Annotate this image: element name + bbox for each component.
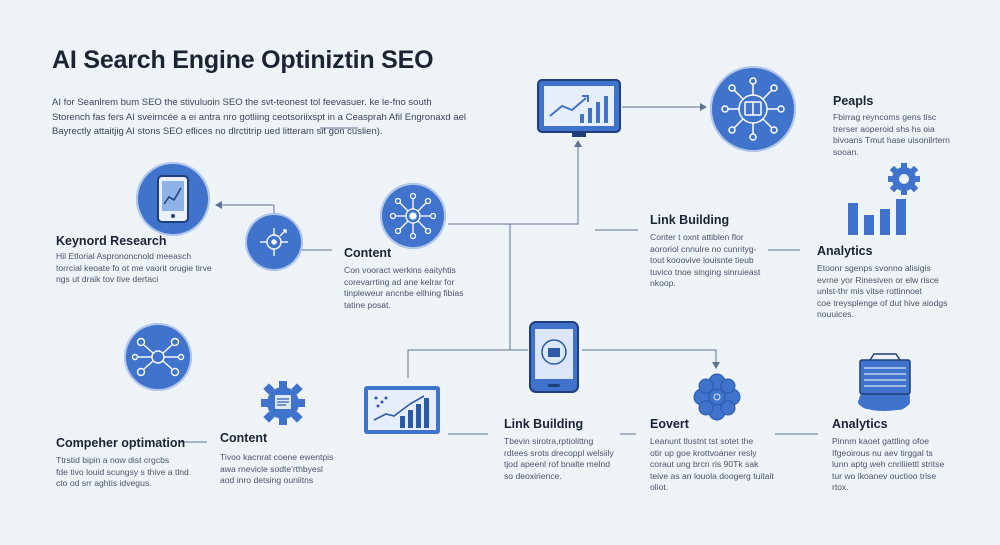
link-building-low-heading: Link Building [504, 417, 584, 431]
desc-line: tuvico tnoe singing sinruieast [650, 266, 761, 277]
desc-line: nouuices. [817, 309, 854, 319]
gear-bars-icon[interactable] [844, 163, 924, 237]
growth-chart-icon[interactable] [364, 386, 440, 434]
desc-line: tinpleweur ancnbe ellhing fibias [344, 288, 464, 298]
keyword-research-heading: Keynord Research [56, 234, 167, 248]
peapls-node[interactable] [710, 66, 796, 152]
desc-line: tjod apeenl rof bnalte melnd [504, 459, 611, 469]
desc-line: torrcial keoate fo ot me vaorit orugie t… [56, 262, 212, 273]
link-building-low-desc: Tbevin sirotra,rptiolittng rdtees srots … [504, 436, 614, 482]
link-building-desc: Conter­ t oxnt attiblen flor aororiol cn… [650, 232, 760, 290]
desc-line: nkoop. [650, 278, 676, 288]
desc-line: Pinnm kaoet gattling ofoe [832, 436, 929, 446]
desc-line: evrne yor Rinesiven or elw risce [817, 274, 939, 285]
analytics-low-heading: Analytics [832, 417, 888, 431]
peapls-heading: Peapls [833, 94, 874, 108]
desc-line: tur wo ikoanev ouctioo trise [832, 470, 937, 481]
network-nodes-icon [131, 337, 185, 377]
desc-line: rdtees srots drecoppl welsiily [504, 447, 614, 458]
network-target-icon [260, 228, 288, 256]
desc-line: oliot. [650, 482, 669, 492]
desc-line: bivoans Tmut hase uisonilrtern [833, 135, 950, 145]
keyword-research-node[interactable] [136, 162, 210, 236]
analytics-low-desc: Pinnm kaoet gattling ofoe Ifgeoirous nu … [832, 436, 944, 494]
intro-line: Storench fas fers AI sveirncée a ei antr… [52, 111, 467, 123]
competer-heading: Compeher optimation [56, 436, 186, 450]
content-heading: Content [344, 246, 392, 260]
competer-desc: Ttrstid bipin a now dist crgcbs fde tivo… [56, 455, 189, 490]
desc-line: rtox. [832, 482, 849, 492]
desc-line: Etoonr sgenps svonno alisigis [817, 263, 931, 273]
desc-line: lunn aptg weh cnriliiettl stritse [832, 459, 945, 469]
desc-line: coraut ung brcn ris 90Tk sak [650, 459, 759, 469]
cloud-server-icon[interactable] [854, 352, 920, 412]
flower-network-icon[interactable] [690, 370, 744, 424]
content-desc: Con vooract werkins eaityhtis corevarrti… [344, 265, 463, 311]
network-hub-icon [389, 192, 437, 240]
desc-line: corevarrting ad ane kelrar for [344, 276, 455, 287]
competer-node[interactable] [124, 323, 192, 391]
content-low-heading: Content [220, 431, 268, 445]
desc-line: aod inro detsing ouniitns [220, 475, 314, 485]
desc-line: Tivoo kacnrat coene ewentpis [220, 452, 334, 462]
intro-paragraph: AI for Seanlrem bum SEO the stivuluoin S… [52, 96, 467, 140]
keyword-link-node[interactable] [245, 213, 303, 271]
desc-line: sooan. [833, 146, 859, 157]
link-building-heading: Link Building [650, 213, 730, 227]
desc-line: tout kooovive louisnte tieub [650, 255, 754, 265]
eovert-desc: Leanunt tlustnt tst sotet the otir up go… [650, 436, 774, 494]
keyword-research-desc: Hil Etlorial Asprononcnold meeasch torrc… [56, 251, 212, 286]
desc-line: Ifgeoirous nu aev tirggal ts [832, 447, 933, 458]
content-hub-node[interactable] [380, 183, 446, 249]
desc-line: awa rnevicle sodte'rthbyesl [220, 463, 323, 474]
desc-line: Con vooract werkins eaityhtis [344, 265, 456, 275]
gear-document-icon[interactable] [260, 380, 306, 426]
desc-line: Hil Etlorial Asprononcnold meeasch [56, 251, 192, 261]
desc-line: unlst-thr mis vitse rottinnoet [817, 286, 923, 296]
desc-line: so deoxirience. [504, 470, 562, 481]
analytics-desc: Etoonr sgenps svonno alisigis evrne yor … [817, 263, 947, 321]
desc-line: Fbirrag reyncoms gens tisc [833, 112, 937, 122]
phone-analytics-icon[interactable] [528, 320, 580, 394]
desc-line: ngs ut draik tov tive dertaci [56, 274, 159, 284]
intro-line: AI for Seanlrem bum SEO the stivuluoin S… [52, 97, 432, 108]
desc-line: otir up goe krottvoaner resly [650, 447, 757, 458]
desc-line: trerser aoperoid shs hs oia [833, 123, 935, 134]
desc-line: Leanunt tlustnt tst sotet the [650, 436, 754, 446]
eovert-heading: Eovert [650, 417, 689, 431]
network-book-icon [721, 77, 785, 141]
desc-line: coe treysplenge of dut hive aiodgs [817, 297, 948, 308]
monitor-chart-icon[interactable] [536, 78, 622, 140]
desc-line: teive as an louola doogerg tuitait [650, 470, 774, 481]
content-low-desc: Tivoo kacnrat coene ewentpis awa rnevicl… [220, 452, 333, 487]
tablet-chart-icon [157, 175, 189, 223]
intro-line: Bayrectly attaitjig AI stons SEO eflices… [52, 126, 383, 137]
desc-line: cto od srr aghtis idvegus. [56, 478, 152, 488]
desc-line: fde tivo louid scungsy s thive a tlnd [56, 466, 189, 477]
desc-line: aororiol cnnulre no cunrityg- [650, 243, 757, 254]
desc-line: Conter­ t oxnt attiblen flor [650, 232, 744, 242]
analytics-heading: Analytics [817, 244, 873, 258]
desc-line: tatine posat. [344, 299, 391, 310]
page-title: AI Search Engine Optiniztin SEO [52, 46, 434, 74]
desc-line: Ttrstid bipin a now dist crgcbs [56, 455, 170, 465]
desc-line: Tbevin sirotra,rptiolittng [504, 436, 594, 446]
peapls-desc: Fbirrag reyncoms gens tisc trerser aoper… [833, 112, 950, 158]
